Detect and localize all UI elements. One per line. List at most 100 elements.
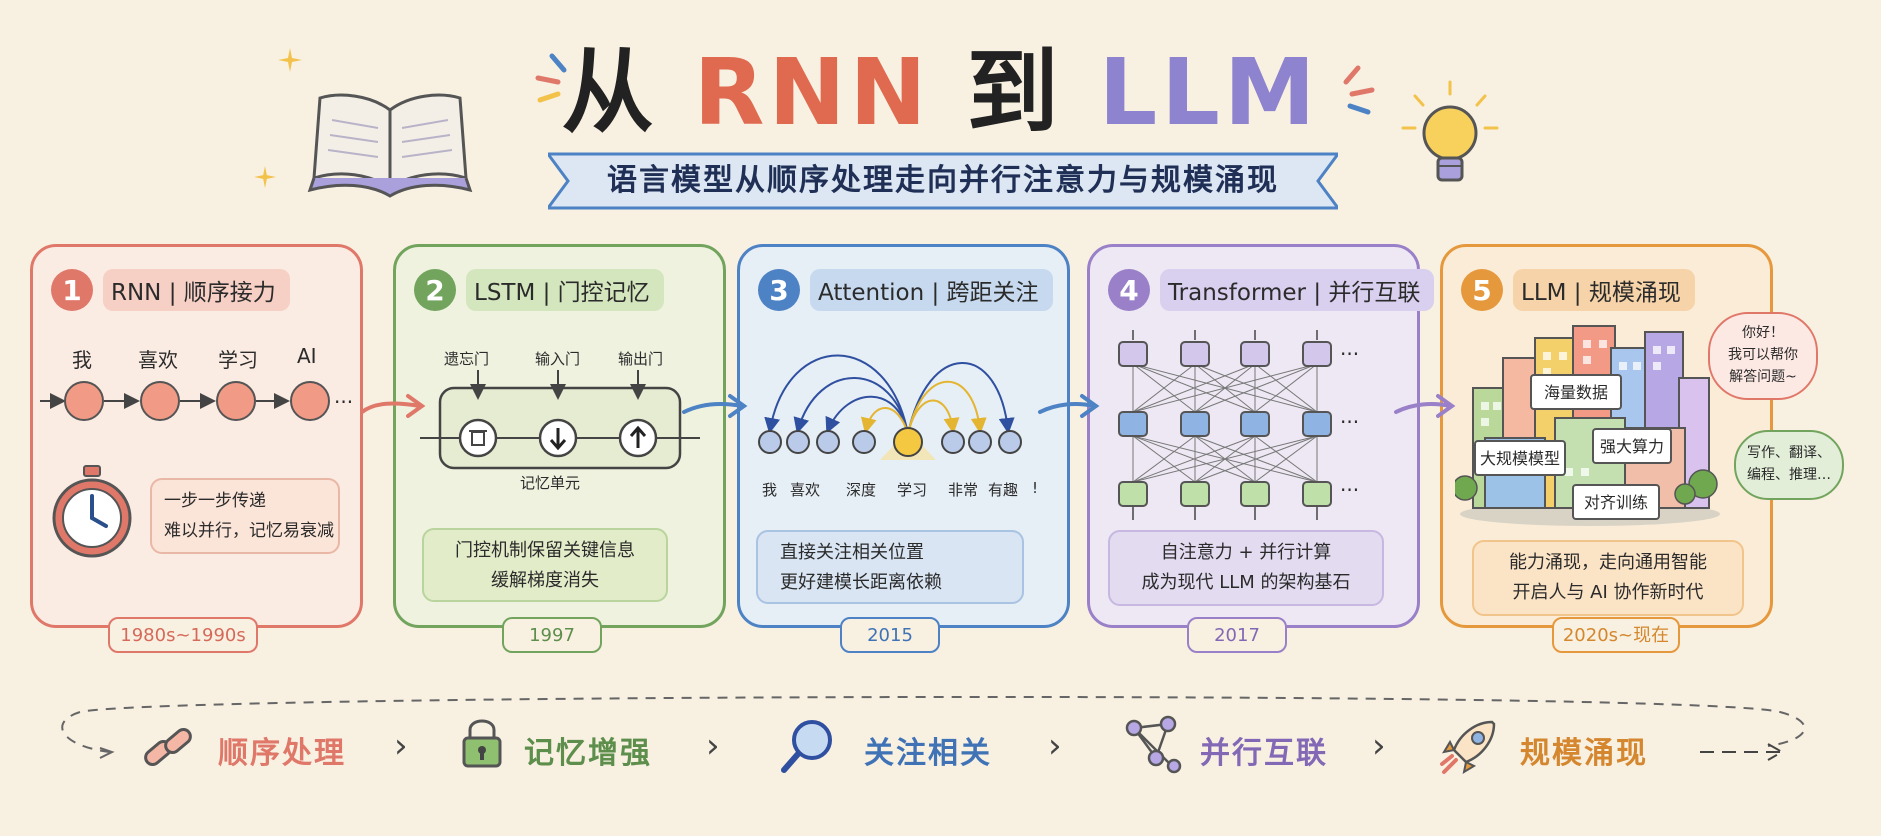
token-label: 我 [762, 481, 778, 499]
flow-dashed-loop [61, 695, 1806, 761]
subtitle-ribbon [548, 152, 1338, 210]
bubble-line: 写作、翻译、 [1747, 445, 1831, 461]
stage-card-rnn: 1 RNN | 顺序接力 [30, 244, 363, 628]
step-number: 5 [1461, 269, 1503, 311]
trash-icon [458, 418, 498, 458]
note-line: 难以并行，记忆易衰减 [164, 521, 334, 541]
rocket-icon [1440, 720, 1496, 775]
layer-node [1180, 481, 1210, 507]
tree-icon [1674, 483, 1696, 505]
card-header: 3 Attention | 跨距关注 [758, 265, 1053, 315]
sparkle-icon [254, 166, 276, 188]
chevron-right-icon: › [706, 726, 720, 766]
title-dash-icon [1343, 65, 1375, 115]
layer-node [1240, 481, 1270, 507]
token-label: 学习 [897, 481, 928, 499]
chain-link-icon [144, 728, 192, 766]
network-graph-icon [1125, 715, 1182, 774]
layer-node [1240, 341, 1270, 367]
rnn-node [216, 381, 256, 421]
attention-diagram [758, 354, 1022, 460]
card-header: 4 Transformer | 并行互联 [1108, 265, 1435, 315]
layer-node [1180, 411, 1210, 437]
year-tag: 2015 [840, 617, 940, 653]
token-node [852, 430, 876, 454]
lstm-cell-diagram [420, 370, 700, 470]
gate-label: 输出门 [618, 350, 664, 368]
ellipsis: ··· [1340, 410, 1360, 434]
chevron-right-icon: › [1372, 726, 1386, 766]
step-number: 3 [758, 269, 800, 311]
title-part-from: 从 [561, 39, 658, 146]
layer-node [1240, 411, 1270, 437]
magnifier-icon [781, 720, 832, 773]
token-label: 有趣 [988, 481, 1019, 499]
card-title: Attention | 跨距关注 [810, 269, 1053, 311]
layer-node [1118, 411, 1148, 437]
speech-bubble: 写作、翻译、 编程、推理… [1734, 430, 1844, 500]
token-node [816, 430, 840, 454]
arrow-right-icon [1038, 394, 1100, 418]
speech-bubble: 你好！ 我可以帮你 解答问题~ [1708, 312, 1818, 400]
token-label: 深度 [846, 481, 877, 499]
year-tag: 2017 [1187, 617, 1287, 653]
token-label: 喜欢 [790, 481, 821, 499]
flow-step-label: 规模涌现 [1520, 736, 1648, 771]
sign-label: 大规模模型 [1474, 440, 1566, 476]
card-header: 1 RNN | 顺序接力 [51, 265, 290, 315]
token-node [968, 430, 992, 454]
connector-arrows [360, 394, 1456, 418]
title-part-to: 到 [966, 39, 1063, 146]
lightbulb-icon [1401, 80, 1499, 182]
token-node [941, 430, 965, 454]
ellipsis: ··· [1340, 342, 1360, 366]
rnn-node [64, 381, 104, 421]
open-book-icon [307, 93, 473, 198]
focus-token-node [893, 427, 923, 457]
token-label: 非常 [948, 481, 979, 499]
year-tag: 1980s~1990s [108, 617, 258, 653]
flow-step-label: 关注相关 [864, 736, 992, 771]
tree-icon [1688, 469, 1718, 499]
arrow-right-icon [360, 394, 426, 418]
step-number: 2 [414, 269, 456, 311]
note-line: 缓解梯度消失 [491, 570, 599, 591]
bubble-line: 解答问题~ [1729, 369, 1797, 385]
token-node [758, 430, 782, 454]
year-tag: 1997 [502, 617, 602, 653]
sign-label: 强大算力 [1592, 428, 1672, 464]
card-title: RNN | 顺序接力 [103, 269, 290, 311]
flow-step-label: 顺序处理 [218, 736, 346, 771]
note-line: 门控机制保留关键信息 [455, 540, 635, 561]
tree-icon [1455, 475, 1478, 501]
sparkle-icon [278, 48, 302, 72]
chevron-right-icon: › [394, 726, 408, 766]
note-line: 能力涌现，走向通用智能 [1509, 552, 1707, 573]
card-header: 5 LLM | 规模涌现 [1461, 265, 1695, 315]
note-line: 自注意力 + 并行计算 [1160, 542, 1332, 563]
arrow-right-icon [682, 394, 748, 418]
title-dash-icon [535, 53, 567, 103]
card-title: LLM | 规模涌现 [1513, 269, 1695, 311]
note-line: 更好建模长距离依赖 [780, 572, 942, 593]
rnn-chain [40, 381, 330, 421]
title-part-llm: LLM [1098, 39, 1320, 146]
token-node [786, 430, 810, 454]
token-label: AI [297, 344, 317, 368]
layer-node [1118, 341, 1148, 367]
rnn-node [290, 381, 330, 421]
subtitle: 语言模型从顺序处理走向并行注意力与规模涌现 [607, 163, 1279, 198]
note-line: 直接关注相关位置 [780, 542, 924, 563]
layer-node [1180, 341, 1210, 367]
gate-label: 输入门 [535, 350, 581, 368]
rnn-node [140, 381, 180, 421]
transformer-grid [1118, 330, 1332, 520]
flow-step-label: 记忆增强 [524, 736, 652, 771]
card-title: LSTM | 门控记忆 [466, 269, 664, 311]
chevron-right-icon: › [1048, 726, 1062, 766]
token-label: ! [1032, 479, 1039, 497]
bubble-line: 我可以帮你 [1728, 347, 1798, 363]
ellipsis: ··· [1340, 478, 1360, 502]
bubble-line: 编程、推理… [1747, 467, 1831, 483]
note-box: 自注意力 + 并行计算 成为现代 LLM 的架构基石 [1108, 530, 1384, 606]
